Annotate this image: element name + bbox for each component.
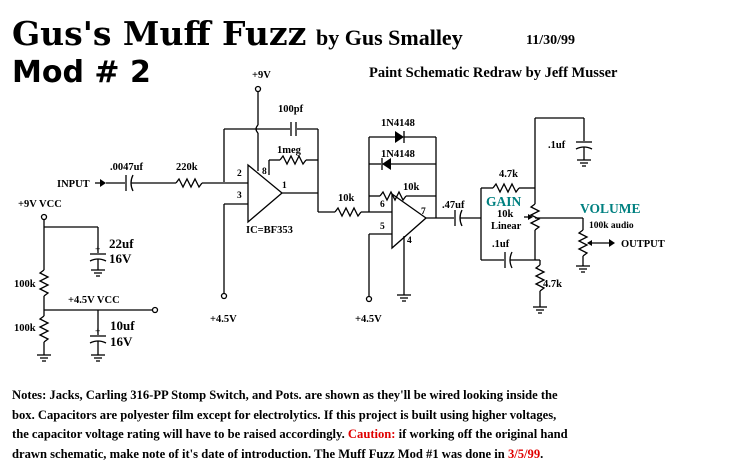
notes-line-3: the capacitor voltage rating will have t… <box>12 425 727 445</box>
ic1-pin2-label: 2 <box>237 169 242 179</box>
vcc-45v-terminal <box>151 306 159 314</box>
r-1meg <box>279 154 307 166</box>
plus9v-top-terminal <box>254 85 262 93</box>
c-0047uf-label: .0047uf <box>110 162 143 173</box>
title-byline: by Gus Smalley <box>316 25 463 50</box>
r-220k <box>175 177 203 189</box>
title-credit: Paint Schematic Redraw by Jeff Musser <box>369 65 618 81</box>
c-1uf-top-label: .1uf <box>548 140 566 151</box>
r-100k-a-label: 100k <box>14 279 36 290</box>
c-10uf-label: 10uf <box>110 318 135 333</box>
vcc-45v-label: +4.5V VCC <box>68 295 120 306</box>
ic1-pin1-label: 1 <box>282 181 287 191</box>
vcc-9v-terminal <box>40 213 48 221</box>
r-10k-in-label: 10k <box>338 193 355 204</box>
r-220k-label: 220k <box>176 162 198 173</box>
caution-label: Caution: <box>347 427 396 441</box>
gain-val-label: 10k <box>497 209 514 220</box>
d1-label: 1N4148 <box>381 118 415 129</box>
ic2-pin5-label: 5 <box>380 222 385 232</box>
notes-block: Notes: Jacks, Carling 316-PP Stomp Switc… <box>12 386 727 464</box>
ic-label: IC=BF353 <box>246 225 293 236</box>
bias2-terminal <box>365 295 373 303</box>
ic2-pin6-label: 6 <box>380 200 385 210</box>
bias1-label: +4.5V <box>210 314 237 325</box>
r-100k-b <box>38 315 50 343</box>
c-10uf-v-label: 16V <box>110 334 133 349</box>
c-1uf-mid-label: .1uf <box>492 239 510 250</box>
r-4k7-bot <box>534 264 546 292</box>
c-10uf-plus-label: + <box>95 327 100 337</box>
volume-val-label: 100k audio <box>589 221 634 231</box>
notes-line-3-text: the capacitor voltage rating will have t… <box>12 427 345 441</box>
notes-line-1: Notes: Jacks, Carling 316-PP Stomp Switc… <box>12 388 558 402</box>
ic2-opamp <box>391 192 428 250</box>
r-10k-fb <box>379 190 407 202</box>
r-10k-fb-label: 10k <box>403 182 420 193</box>
r-4k7-top <box>492 182 520 194</box>
notes-line-4-tail: . <box>540 446 544 461</box>
volume-wiper-arrow-icon <box>587 240 592 246</box>
notes-line-2: box. Capacitors are polyester film excep… <box>12 407 557 422</box>
r-4k7-bot-label: 4.7k <box>543 279 562 290</box>
ic1-pin8-label: 8 <box>262 167 267 177</box>
ic2-pin7-label: 7 <box>421 207 426 217</box>
gain-label: GAIN <box>486 194 522 209</box>
title-date: 11/30/99 <box>526 33 575 48</box>
gain-type-label: Linear <box>491 221 522 232</box>
notes-line-4: drawn schematic, make note of it's date … <box>12 445 727 465</box>
ic1-opamp <box>247 163 284 224</box>
c-100pf-label: 100pf <box>278 104 304 115</box>
r-4k7-top-label: 4.7k <box>499 169 518 180</box>
notes-line-3-tail: if working off the original hand <box>395 427 568 441</box>
c-22uf-label: 22uf <box>109 236 134 251</box>
input-arrow-icon <box>100 179 106 187</box>
r-10k-in <box>334 206 362 218</box>
d2-diode <box>382 158 391 170</box>
input-label: INPUT <box>57 179 90 190</box>
ic1-pin3-label: 3 <box>237 191 242 201</box>
d1-diode <box>395 131 404 143</box>
output-label: OUTPUT <box>621 239 665 250</box>
mod1-date: 3/5/99 <box>507 446 541 461</box>
bias2-label: +4.5V <box>355 314 382 325</box>
title-mod: Mod # 2 <box>12 55 151 90</box>
volume-label: VOLUME <box>580 201 640 216</box>
c-22uf-plus-label: + <box>95 245 100 255</box>
c-47uf-label: .47uf <box>442 200 465 211</box>
ic2-pin4-label: 4 <box>407 236 412 246</box>
gain-pot <box>529 203 541 231</box>
title-main: Gus's Muff Fuzz <box>12 14 306 53</box>
output-arrow-icon <box>609 239 615 247</box>
volume-pot <box>577 229 589 257</box>
bias1-terminal <box>220 292 228 300</box>
c-22uf-v-label: 16V <box>109 251 132 266</box>
notes-line-4-text: drawn schematic, make note of it's date … <box>12 446 505 461</box>
gain-wiper-arrow-icon <box>528 214 533 220</box>
r-1meg-label: 1meg <box>277 145 302 156</box>
plus9v-top-label: +9V <box>252 70 271 81</box>
d2-label: 1N4148 <box>381 149 415 160</box>
r-100k-a <box>38 269 50 297</box>
r-100k-b-label: 100k <box>14 323 36 334</box>
vcc-9v-label: +9V VCC <box>18 199 62 210</box>
